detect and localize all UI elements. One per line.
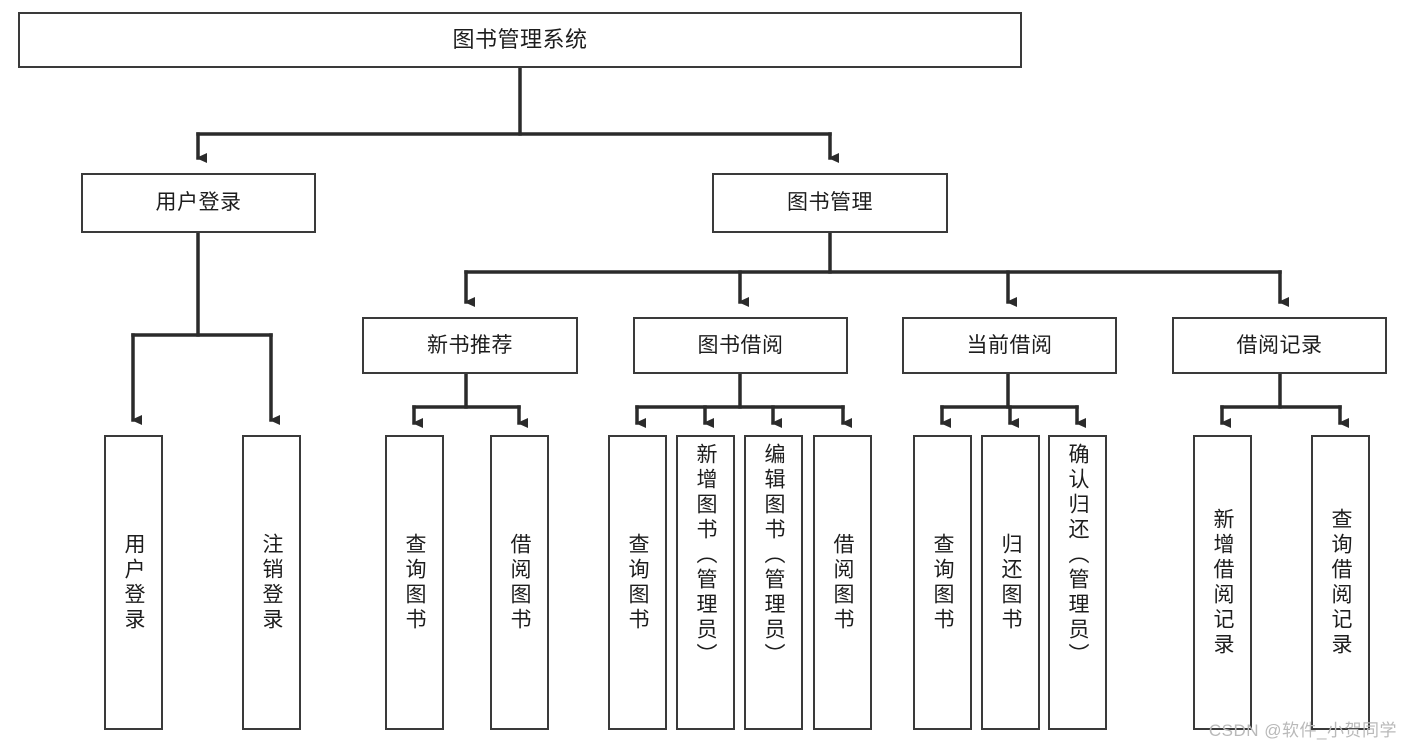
node-root[interactable]: 图书管理系统 xyxy=(18,12,1022,68)
node-leaf-logout-label: 注销登录 xyxy=(260,532,283,633)
node-borrow-record[interactable]: 借阅记录 xyxy=(1172,317,1387,374)
node-leaf-query-book-3[interactable]: 查询图书 xyxy=(913,435,972,730)
node-leaf-user-login-label: 用户登录 xyxy=(122,532,145,633)
node-book-manage-label: 图书管理 xyxy=(787,191,873,215)
node-leaf-user-login[interactable]: 用户登录 xyxy=(104,435,163,730)
node-leaf-borrow-book-2[interactable]: 借阅图书 xyxy=(813,435,872,730)
node-leaf-add-book-label: 新增图书（管理员） xyxy=(694,443,717,668)
node-new-book-recommend[interactable]: 新书推荐 xyxy=(362,317,578,374)
node-current-borrow-label: 当前借阅 xyxy=(966,333,1053,357)
node-book-borrow[interactable]: 图书借阅 xyxy=(633,317,848,374)
node-leaf-add-record-label: 新增借阅记录 xyxy=(1211,507,1234,658)
node-root-label: 图书管理系统 xyxy=(452,26,588,52)
node-leaf-borrow-book-1-label: 借阅图书 xyxy=(508,532,531,633)
node-borrow-record-label: 借阅记录 xyxy=(1236,333,1323,357)
csdn-watermark: CSDN @软件_小贺同学 xyxy=(1208,721,1397,740)
node-current-borrow[interactable]: 当前借阅 xyxy=(902,317,1117,374)
node-leaf-logout[interactable]: 注销登录 xyxy=(242,435,301,730)
node-leaf-query-record[interactable]: 查询借阅记录 xyxy=(1311,435,1370,730)
node-leaf-query-book-3-label: 查询图书 xyxy=(931,532,954,633)
node-leaf-return-book-label: 归还图书 xyxy=(999,532,1022,633)
node-leaf-return-book[interactable]: 归还图书 xyxy=(981,435,1040,730)
node-user-login[interactable]: 用户登录 xyxy=(81,173,316,233)
node-leaf-edit-book[interactable]: 编辑图书（管理员） xyxy=(744,435,803,730)
node-leaf-query-record-label: 查询借阅记录 xyxy=(1329,507,1352,658)
node-user-login-label: 用户登录 xyxy=(155,191,242,215)
node-leaf-borrow-book-2-label: 借阅图书 xyxy=(831,532,854,633)
node-book-borrow-label: 图书借阅 xyxy=(697,333,784,357)
node-leaf-confirm-return-label: 确认归还（管理员） xyxy=(1066,443,1089,668)
node-book-manage[interactable]: 图书管理 xyxy=(712,173,948,233)
node-leaf-borrow-book-1[interactable]: 借阅图书 xyxy=(490,435,549,730)
node-leaf-add-book[interactable]: 新增图书（管理员） xyxy=(676,435,735,730)
node-leaf-query-book-2[interactable]: 查询图书 xyxy=(608,435,667,730)
node-leaf-query-book-1[interactable]: 查询图书 xyxy=(385,435,444,730)
node-leaf-confirm-return[interactable]: 确认归还（管理员） xyxy=(1048,435,1107,730)
node-leaf-query-book-2-label: 查询图书 xyxy=(626,532,649,633)
node-leaf-query-book-1-label: 查询图书 xyxy=(403,532,426,633)
node-leaf-add-record[interactable]: 新增借阅记录 xyxy=(1193,435,1252,730)
node-leaf-edit-book-label: 编辑图书（管理员） xyxy=(762,443,785,668)
node-new-book-recommend-label: 新书推荐 xyxy=(427,333,513,357)
